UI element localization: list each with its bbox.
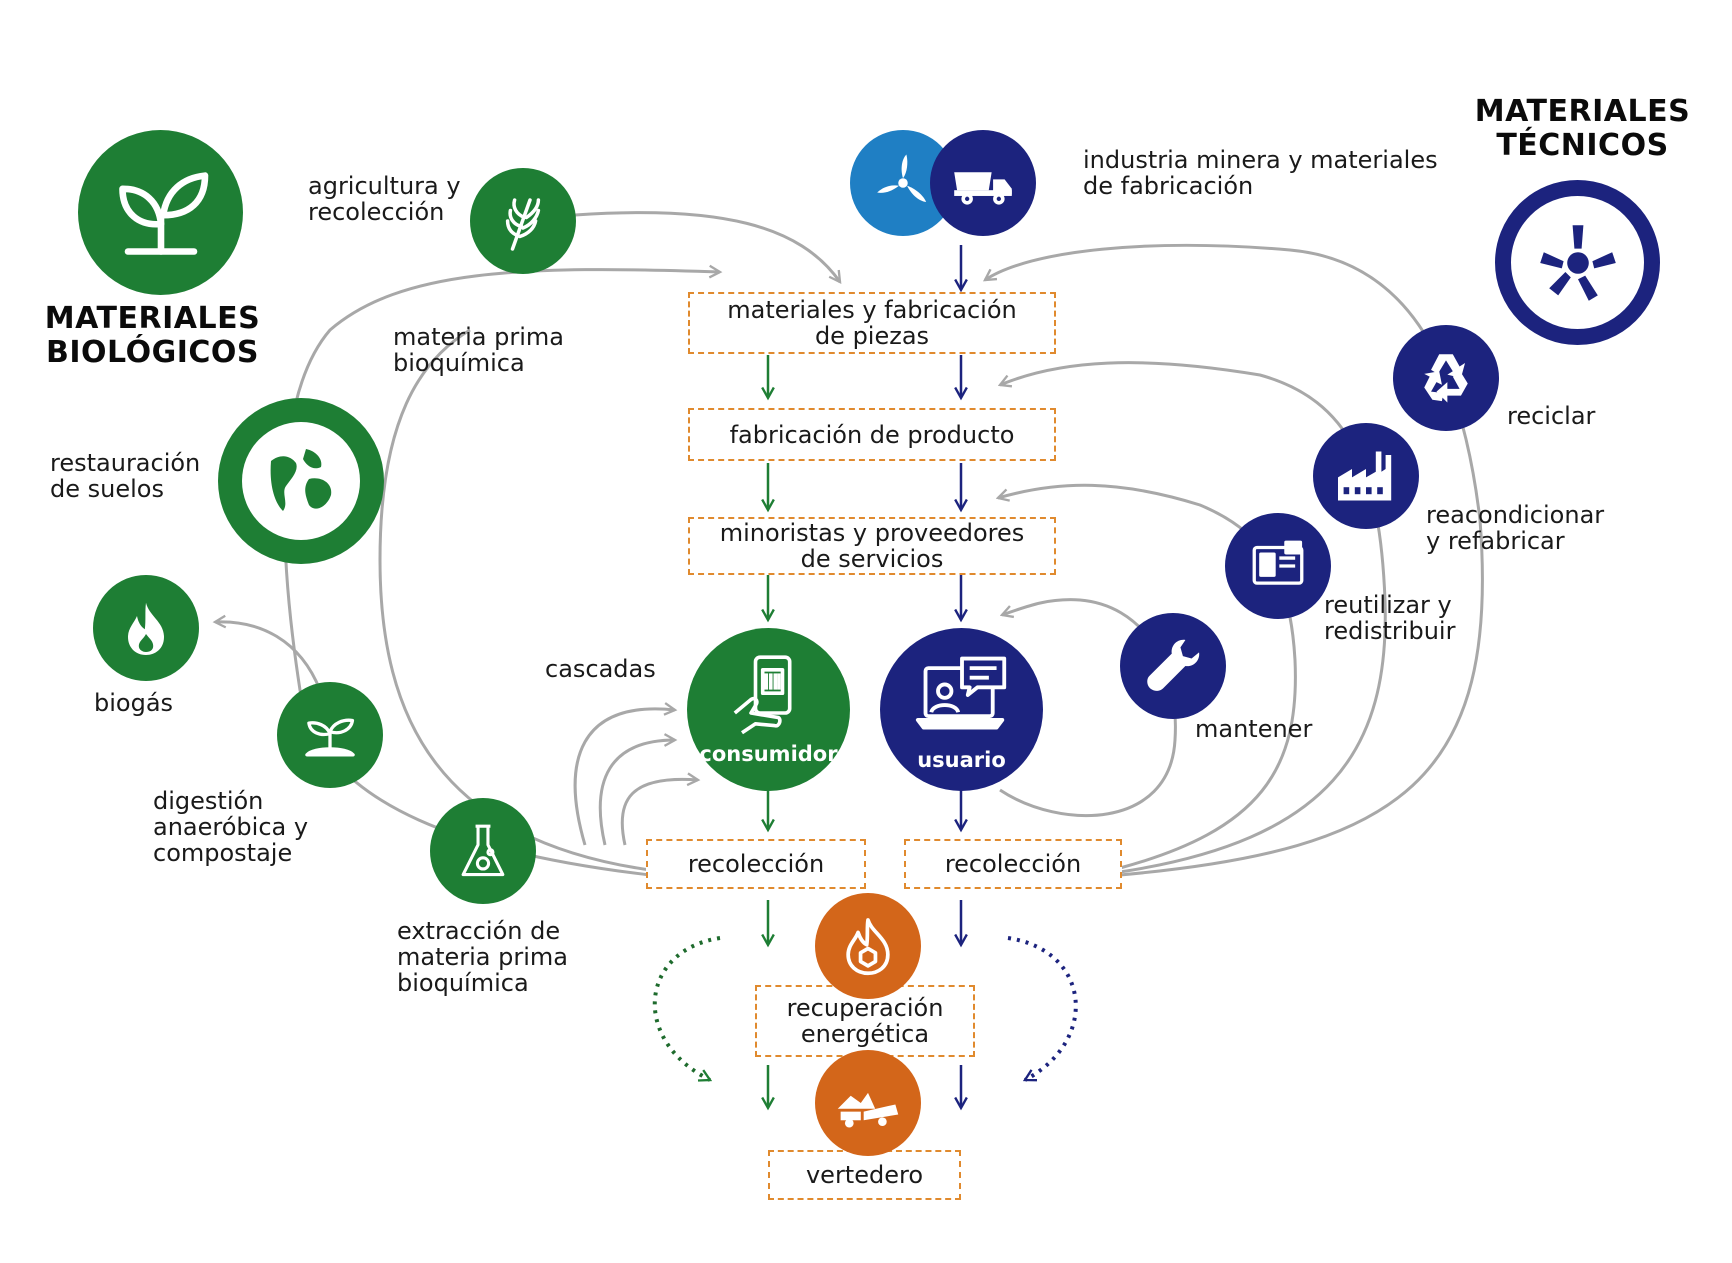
user-caption: usuario — [917, 748, 1006, 772]
box-materials-parts: materiales y fabricación de piezas — [688, 292, 1056, 354]
label-mining-industry: industria minera y materiales de fabrica… — [1083, 146, 1438, 200]
label-refurbish: reacondicionar y refabricar — [1426, 501, 1605, 555]
label-recycle: reciclar — [1507, 402, 1596, 430]
energy-flame-icon — [815, 893, 921, 999]
raw-material-loop — [378, 328, 651, 872]
box-retailers: minoristas y proveedores de servicios — [688, 517, 1056, 575]
label-anaerobic-digestion: digestión anaeróbica y compostaje — [153, 787, 309, 867]
box-product-manufacturing: fabricación de producto — [688, 408, 1056, 461]
factory-icon — [1313, 423, 1419, 529]
dotted-arrow-left — [652, 936, 721, 1082]
label-biogas: biogás — [94, 689, 174, 717]
globe-icon — [218, 398, 384, 564]
box-energy-recovery: recuperación energética — [755, 985, 975, 1057]
landfill-truck-icon — [815, 1050, 921, 1156]
recycle-icon — [1393, 325, 1499, 431]
title-biological: MATERIALES BIOLÓGICOS — [44, 301, 261, 370]
label-biochemical-feedstock: materia prima bioquímica — [393, 323, 564, 377]
user-circle — [880, 628, 1043, 791]
phone-hand-icon — [733, 654, 791, 734]
label-cascades: cascadas — [545, 655, 656, 683]
sprout-icon — [277, 682, 383, 788]
box-landfill: vertedero — [768, 1150, 961, 1200]
laptop-user-icon — [915, 656, 1006, 730]
label-maintain: mantener — [1195, 715, 1313, 743]
to-biogas-arrow — [215, 622, 322, 691]
dotted-arrow-right — [1007, 936, 1078, 1082]
flame-icon — [93, 575, 199, 681]
label-agriculture: agricultura y recolección — [308, 172, 461, 226]
tire-icon — [1495, 180, 1660, 345]
agri-to-materials — [574, 211, 840, 282]
box-collection-tech: recolección — [904, 839, 1122, 889]
label-biochemical-extraction: extracción de materia prima bioquímica — [397, 917, 568, 997]
dump-truck-icon — [930, 130, 1036, 236]
devices-icon — [1225, 513, 1331, 619]
cascade-loop-1 — [573, 709, 675, 846]
title-technical: MATERIALES TÉCNICOS — [1474, 94, 1691, 163]
wrench-icon — [1120, 613, 1226, 719]
label-soil-restoration: restauración de suelos — [50, 449, 201, 503]
cascade-loop-2 — [598, 740, 675, 846]
cascade-loop-3 — [620, 779, 698, 846]
consumer-circle — [687, 628, 850, 791]
flask-icon — [430, 798, 536, 904]
leaf-icon — [78, 130, 243, 295]
consumer-caption: consumidor — [699, 742, 838, 766]
label-reuse: reutilizar y redistribuir — [1324, 591, 1456, 645]
box-collection-bio: recolección — [646, 839, 866, 889]
wheat-icon — [470, 168, 576, 274]
